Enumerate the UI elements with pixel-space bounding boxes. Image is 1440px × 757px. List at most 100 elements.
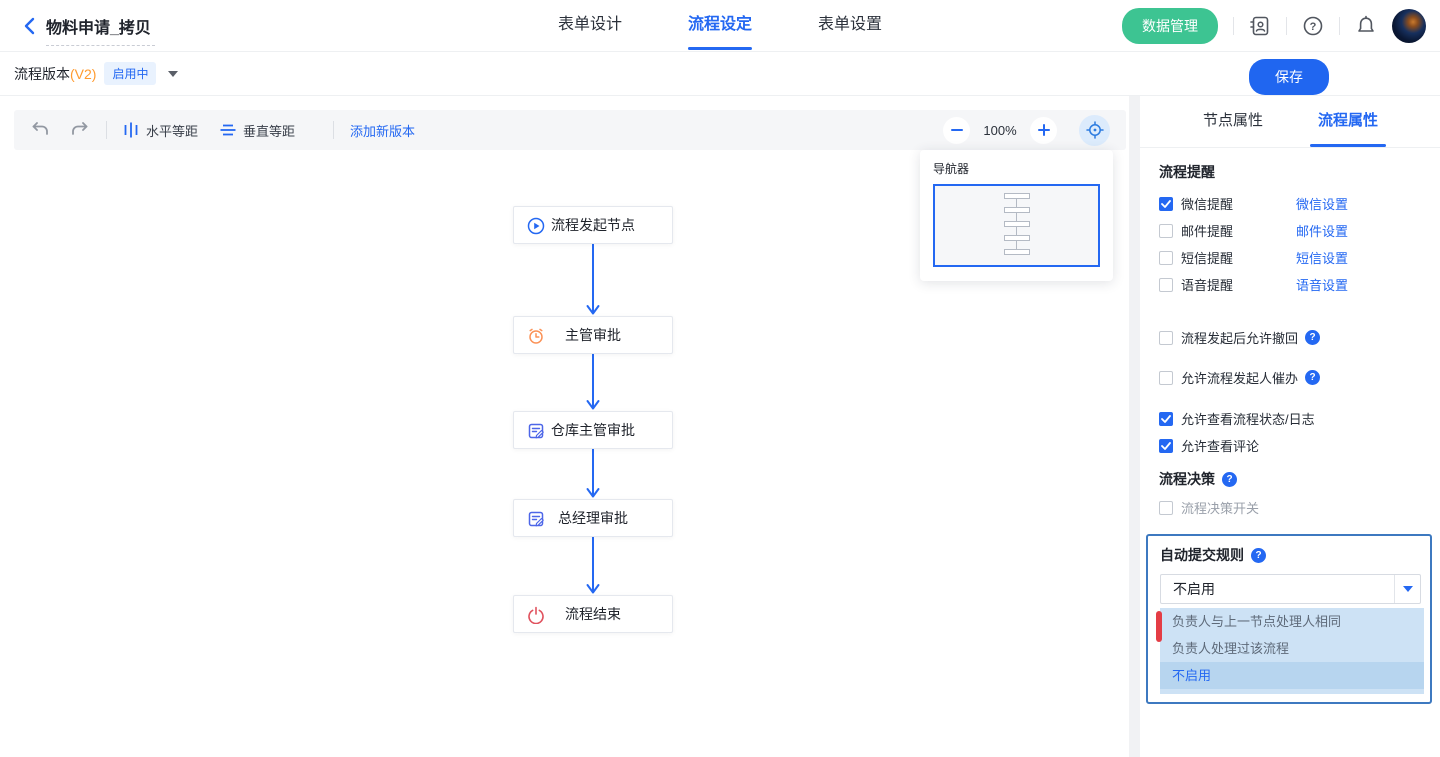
vertical-spacing-icon	[220, 122, 236, 138]
tab-flow-setting[interactable]: 流程设定	[688, 0, 752, 52]
flow-node-gm-approval[interactable]: 总经理审批	[513, 499, 673, 537]
version-bar: 流程版本 (V2) 启用中 保存	[0, 52, 1440, 96]
avatar[interactable]	[1392, 9, 1426, 43]
voice-reminder-checkbox[interactable]	[1159, 278, 1173, 292]
reminder-label: 语音提醒	[1181, 275, 1233, 294]
decision-section-title: 流程决策	[1159, 469, 1424, 489]
divider	[1339, 17, 1340, 35]
reminder-row-voice: 语音提醒 语音设置	[1159, 271, 1424, 298]
redo-icon[interactable]	[70, 121, 90, 139]
address-book-icon[interactable]	[1249, 15, 1271, 37]
zoom-in-button[interactable]	[1030, 117, 1057, 144]
help-icon[interactable]	[1305, 370, 1320, 385]
header: 物料申请_拷贝 表单设计 流程设定 表单设置 数据管理 ?	[0, 0, 1440, 52]
auto-submit-select[interactable]: 不启用	[1160, 574, 1421, 604]
reminder-section-title: 流程提醒	[1159, 162, 1424, 182]
vertical-spacing-label: 垂直等距	[243, 121, 295, 140]
help-icon[interactable]	[1251, 548, 1266, 563]
zoom-controls: 100%	[943, 115, 1110, 146]
wechat-reminder-checkbox[interactable]	[1159, 197, 1173, 211]
header-right: 数据管理 ?	[1122, 0, 1426, 52]
add-version-link[interactable]: 添加新版本	[350, 121, 415, 140]
reminder-row-mail: 邮件提醒 邮件设置	[1159, 217, 1424, 244]
flow-canvas[interactable]: 水平等距 垂直等距 添加新版本 100%	[0, 96, 1129, 757]
panel-tabs: 节点属性 流程属性	[1140, 96, 1440, 148]
version-dropdown-caret[interactable]	[168, 71, 178, 77]
navigator-viewport[interactable]	[933, 184, 1100, 267]
zoom-out-button[interactable]	[943, 117, 970, 144]
flow-node-warehouse-approval[interactable]: 仓库主管审批	[513, 411, 673, 449]
mail-settings-link[interactable]: 邮件设置	[1296, 221, 1348, 240]
voice-settings-link[interactable]: 语音设置	[1296, 275, 1348, 294]
option-row-view-comments: 允许查看评论	[1159, 432, 1424, 459]
version-number: (V2)	[70, 66, 96, 82]
decision-title-text: 流程决策	[1159, 469, 1215, 489]
tab-node-properties[interactable]: 节点属性	[1203, 96, 1263, 147]
undo-icon[interactable]	[30, 121, 50, 139]
power-icon	[527, 606, 545, 624]
auto-submit-title-text: 自动提交规则	[1160, 545, 1244, 565]
main: 水平等距 垂直等距 添加新版本 100%	[0, 96, 1440, 757]
view-status-checkbox[interactable]	[1159, 412, 1173, 426]
vertical-spacing-button[interactable]: 垂直等距	[220, 121, 295, 140]
tab-form-setting[interactable]: 表单设置	[818, 0, 882, 52]
option-row-decision-switch: 流程决策开关	[1159, 494, 1424, 521]
option-label: 允许流程发起人催办	[1181, 368, 1298, 387]
dropdown-option[interactable]: 负责人处理过该流程	[1160, 635, 1424, 662]
bell-icon[interactable]	[1355, 15, 1377, 37]
horizontal-spacing-label: 水平等距	[146, 121, 198, 140]
divider	[1233, 17, 1234, 35]
mail-reminder-checkbox[interactable]	[1159, 224, 1173, 238]
wechat-settings-link[interactable]: 微信设置	[1296, 194, 1348, 213]
fit-view-button[interactable]	[1079, 115, 1110, 146]
minimap-node	[1004, 249, 1030, 255]
allow-withdraw-checkbox[interactable]	[1159, 331, 1173, 345]
horizontal-spacing-icon	[123, 122, 139, 138]
allow-urge-checkbox[interactable]	[1159, 371, 1173, 385]
navigator-panel: 导航器	[920, 150, 1113, 281]
option-label: 允许查看评论	[1181, 436, 1259, 455]
canvas-toolbar: 水平等距 垂直等距 添加新版本 100%	[14, 110, 1126, 150]
decision-switch-checkbox[interactable]	[1159, 501, 1173, 515]
option-row-allow-withdraw: 流程发起后允许撤回	[1159, 324, 1424, 351]
properties-panel: 节点属性 流程属性 流程提醒 微信提醒 微信设置 邮件提醒 邮	[1140, 96, 1440, 757]
reminder-row-sms: 短信提醒 短信设置	[1159, 244, 1424, 271]
page-title[interactable]: 物料申请_拷贝	[46, 14, 155, 46]
data-manage-button[interactable]: 数据管理	[1122, 8, 1218, 44]
view-comments-checkbox[interactable]	[1159, 439, 1173, 453]
red-annotation-marker	[1156, 611, 1162, 642]
crosshair-icon	[1086, 121, 1104, 139]
option-label: 流程决策开关	[1181, 498, 1259, 517]
svg-text:?: ?	[1310, 21, 1317, 33]
save-button[interactable]: 保存	[1249, 59, 1329, 95]
reminder-label: 短信提醒	[1181, 248, 1233, 267]
help-icon[interactable]	[1305, 330, 1320, 345]
help-icon[interactable]: ?	[1302, 15, 1324, 37]
flow-node-end[interactable]: 流程结束	[513, 595, 673, 633]
auto-submit-section: 自动提交规则 不启用 负责人与上一节点处理人相同 负责人处理过该流程 不启用	[1146, 534, 1432, 704]
select-caret	[1394, 575, 1420, 603]
navigator-title: 导航器	[933, 160, 1100, 177]
minimap-link	[1016, 199, 1017, 207]
reminder-row-wechat: 微信提醒 微信设置	[1159, 190, 1424, 217]
version-label: 流程版本	[14, 64, 70, 84]
chevron-down-icon	[1403, 586, 1413, 592]
dropdown-option-selected[interactable]: 不启用	[1160, 662, 1424, 689]
alarm-clock-icon	[527, 327, 545, 345]
horizontal-spacing-button[interactable]: 水平等距	[123, 121, 198, 140]
back-chevron-icon[interactable]	[20, 16, 40, 36]
dropdown-option[interactable]: 负责人与上一节点处理人相同	[1160, 608, 1424, 635]
sms-reminder-checkbox[interactable]	[1159, 251, 1173, 265]
flow-node-start[interactable]: 流程发起节点	[513, 206, 673, 244]
tab-flow-properties[interactable]: 流程属性	[1318, 96, 1378, 147]
option-row-view-status: 允许查看流程状态/日志	[1159, 405, 1424, 432]
auto-submit-dropdown: 负责人与上一节点处理人相同 负责人处理过该流程 不启用	[1160, 608, 1424, 694]
flow-node-supervisor-approval[interactable]: 主管审批	[513, 316, 673, 354]
minimap-link	[1016, 241, 1017, 249]
help-icon[interactable]	[1222, 472, 1237, 487]
sms-settings-link[interactable]: 短信设置	[1296, 248, 1348, 267]
tab-form-design[interactable]: 表单设计	[558, 0, 622, 52]
divider	[1286, 17, 1287, 35]
reminder-label: 邮件提醒	[1181, 221, 1233, 240]
